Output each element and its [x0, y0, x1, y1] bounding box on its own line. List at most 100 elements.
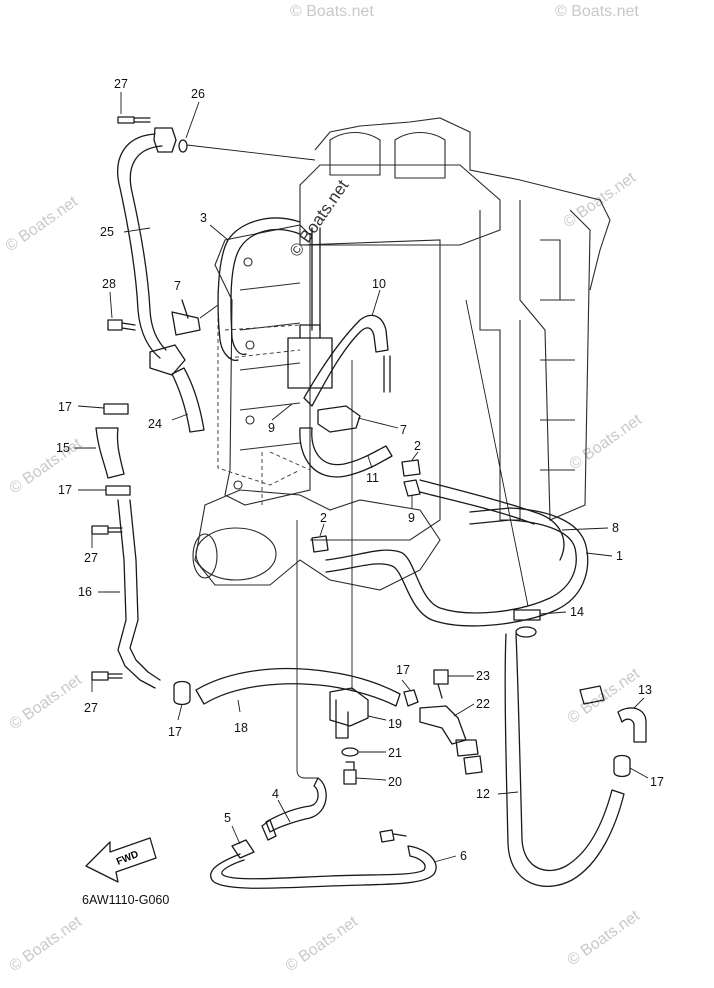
callout-26: 26	[191, 87, 205, 101]
hose-3	[217, 217, 301, 361]
watermark: © Boats.net	[286, 176, 353, 260]
callout-3: 3	[200, 211, 207, 225]
fitting-top	[153, 127, 177, 153]
watermark: © Boats.net	[7, 435, 86, 497]
valve-box	[287, 324, 333, 389]
lower-case	[194, 489, 441, 591]
callout-layer: 27 26 3 25 7 28 10 17 24 9 7 15 2 11 17 …	[56, 77, 664, 863]
leader-2b	[319, 523, 325, 537]
drawing-code: 6AW1110-G060	[82, 893, 169, 907]
callout-13: 13	[638, 683, 652, 697]
leader-26b	[185, 101, 200, 139]
callout-1: 1	[616, 549, 623, 563]
leader-7-top	[199, 304, 219, 319]
block-bolts	[233, 257, 255, 490]
block-left-face	[214, 224, 311, 506]
leader-19	[367, 715, 387, 721]
leader-17c	[177, 703, 183, 721]
leader-2a	[411, 451, 419, 461]
connector-5	[231, 839, 255, 859]
leader-12	[497, 791, 519, 795]
cylinder-head-inner	[479, 210, 521, 521]
fitting-9	[403, 479, 421, 497]
callout-28: 28	[102, 277, 116, 291]
leader-1	[585, 552, 613, 557]
o-ring-26	[178, 139, 188, 153]
leader-14	[539, 611, 567, 615]
leader-24	[171, 413, 189, 421]
callout-8: 8	[612, 521, 619, 535]
callout-25: 25	[100, 225, 114, 239]
callout-18: 18	[234, 721, 248, 735]
bolt-27-mid	[91, 525, 123, 535]
hose-3-inner	[230, 228, 301, 356]
hose-18	[195, 667, 401, 707]
clamp-7-top	[171, 299, 201, 336]
callout-9: 9	[268, 421, 275, 435]
hose-15	[95, 427, 125, 479]
callout-2: 2	[414, 439, 421, 453]
callout-27: 27	[114, 77, 128, 91]
callout-5: 5	[224, 811, 231, 825]
leader-17d	[401, 679, 411, 691]
leader-11	[367, 455, 373, 469]
hose-11	[299, 427, 393, 478]
block-ribs	[239, 282, 301, 451]
leader-25	[123, 227, 151, 233]
hidden-line	[224, 324, 301, 359]
clamp-22	[455, 739, 479, 757]
leader-3	[209, 224, 229, 241]
leader-26	[186, 144, 316, 161]
callout-10: 10	[372, 277, 386, 291]
starter-end	[192, 533, 218, 579]
watermark: © Boats.net	[7, 671, 86, 733]
callout-11: 11	[366, 471, 379, 485]
callout-4: 4	[272, 787, 279, 801]
leader-10	[371, 289, 381, 317]
leader-13	[633, 697, 645, 709]
callout-7: 7	[174, 279, 181, 293]
fitting-4	[261, 819, 277, 841]
hose-parts	[74, 92, 649, 889]
fitting-25-lower	[149, 344, 186, 376]
callout-14: 14	[570, 605, 584, 619]
fitting-22	[419, 705, 467, 745]
callout-17: 17	[58, 400, 72, 414]
hose-10	[303, 314, 389, 407]
leader-18	[237, 699, 241, 713]
callout-27: 27	[84, 551, 98, 565]
callout-9: 9	[408, 511, 415, 525]
callout-20: 20	[388, 775, 402, 789]
pipe-10-lower	[383, 355, 391, 393]
clamp-17d	[403, 689, 419, 707]
routing-line	[296, 520, 318, 779]
leader-22	[453, 703, 475, 717]
hose-25-inner	[129, 145, 167, 351]
callout-24: 24	[148, 417, 162, 431]
clamp-17e	[613, 754, 631, 778]
bolt-20	[343, 761, 357, 785]
callout-2: 2	[320, 511, 327, 525]
leader-28	[109, 291, 113, 319]
watermark: © Boats.net	[555, 3, 639, 20]
hose-12-top	[515, 626, 537, 638]
hose-12	[504, 633, 625, 887]
bracket-19	[329, 687, 369, 739]
watermark: © Boats.net	[3, 193, 82, 255]
screw-23	[433, 669, 449, 699]
clamp-17a	[103, 403, 129, 415]
leader-6	[433, 855, 457, 863]
callout-17: 17	[58, 483, 72, 497]
callout-22: 22	[476, 697, 490, 711]
hose-1-inner	[325, 507, 589, 627]
hose-4	[265, 777, 327, 833]
elbow-13	[617, 707, 647, 743]
hose-24	[171, 367, 205, 433]
clamp-7-mid	[317, 405, 361, 433]
starter-motor	[195, 527, 277, 581]
cap-22	[463, 755, 483, 775]
watermark: © Boats.net	[290, 3, 374, 20]
watermark: © Boats.net	[283, 913, 362, 975]
clamp-17b	[105, 485, 131, 496]
